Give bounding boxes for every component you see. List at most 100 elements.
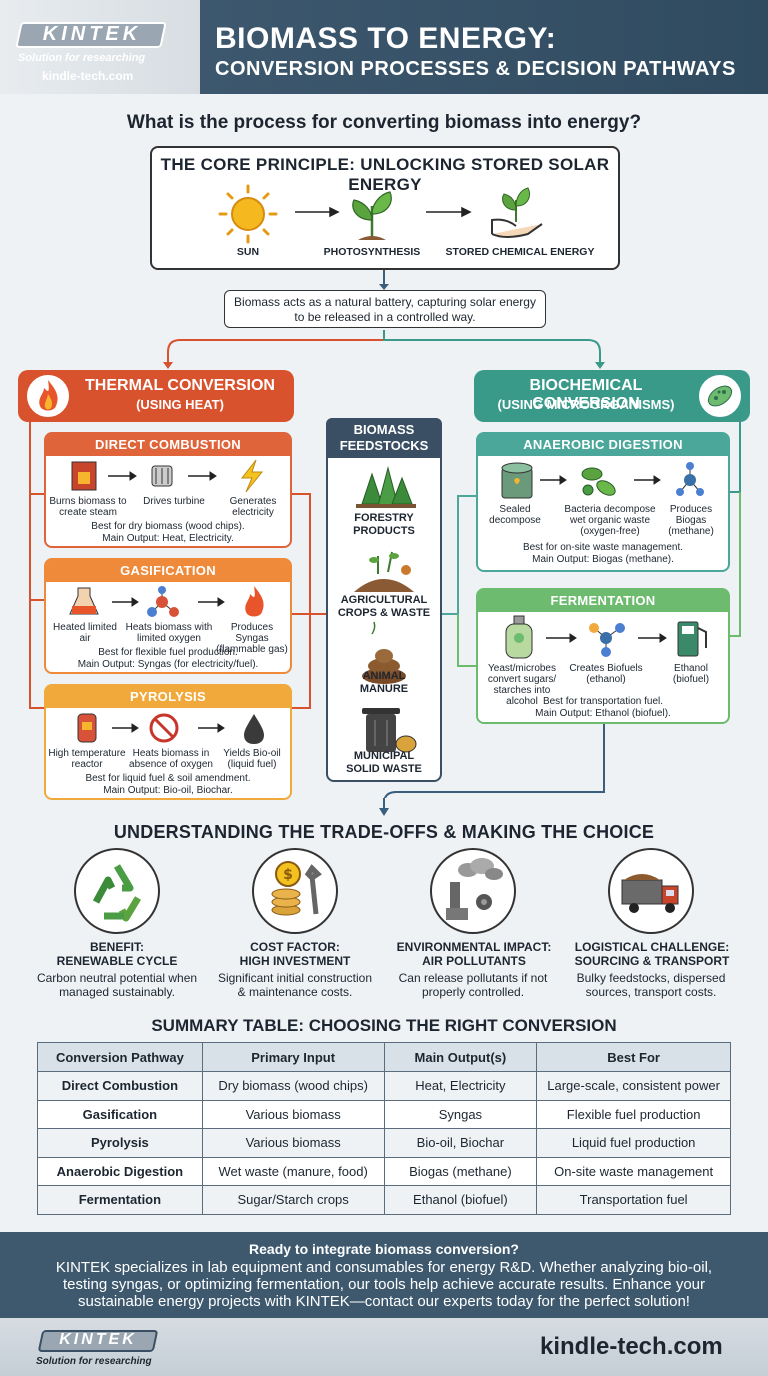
core-step-photosynthesis: PHOTOSYNTHESIS	[323, 246, 421, 258]
oil-drop-icon	[244, 714, 264, 744]
lightning-icon	[240, 459, 264, 493]
arrow-right-icon	[112, 723, 139, 733]
table-cell: On-site waste management	[536, 1156, 731, 1186]
ad-step-1: Sealed decompose	[489, 504, 541, 526]
digester-tank-icon	[501, 462, 533, 499]
fuel-pump-icon	[677, 621, 707, 657]
table-row: Anaerobic Digestion Wet waste (manure, f…	[37, 1156, 731, 1186]
fer-step-2: Creates Biofuels (ethanol)	[569, 663, 643, 685]
ad-output: Main Output: Biogas (methane).	[532, 554, 674, 565]
feedstock-agricultural: AGRICULTURAL CROPS & WASTE	[337, 594, 431, 619]
table-cell: Bio-oil, Biochar	[383, 1128, 538, 1158]
arrow-right-icon	[634, 475, 661, 485]
core-icons	[218, 184, 543, 244]
column-header: Main Output(s)	[383, 1042, 538, 1072]
table-cell: Gasification	[37, 1099, 203, 1129]
table-cell: Ethanol (biofuel)	[383, 1185, 538, 1215]
callout-line-1: Biomass acts as a natural battery, captu…	[234, 295, 536, 309]
dc-step-2: Drives turbine	[143, 496, 205, 507]
footer	[0, 1232, 768, 1376]
recycle-icon	[92, 864, 142, 922]
arrow-right-icon	[295, 206, 340, 218]
table-header-row: Conversion Pathway Primary Input Main Ou…	[37, 1042, 731, 1072]
gas-step-3: Produces Syngas (flammable gas)	[216, 622, 288, 655]
table-cell: Large-scale, consistent power	[536, 1071, 731, 1101]
turbine-icon	[151, 465, 173, 487]
core-principle-title: THE CORE PRINCIPLE: UNLOCKING STORED SOL…	[160, 155, 610, 194]
gasification-title: GASIFICATION	[46, 560, 290, 582]
fermenter-tank-icon	[505, 615, 533, 659]
feedstocks-title: BIOMASS FEEDSTOCKS	[326, 418, 442, 458]
flame-icon	[25, 373, 71, 419]
page-subtitle: CONVERSION PROCESSES & DECISION PATHWAYS	[215, 58, 736, 80]
cta-text: KINTEK specializes in lab equipment and …	[55, 1259, 713, 1310]
feedstocks-panel	[326, 418, 442, 782]
direct-combustion-icons	[71, 459, 264, 493]
kintek-logo: KINTEK	[42, 23, 142, 45]
factory-smoke-icon	[446, 858, 503, 920]
tradeoff-logistics-label: LOGISTICAL CHALLENGE:SOURCING & TRANSPOR…	[574, 940, 730, 968]
biochemical-subtitle: (USING MICROORGANISMS)	[497, 397, 675, 412]
thermal-title: THERMAL CONVERSION	[85, 377, 275, 394]
dc-best-for: Best for dry biomass (wood chips).	[91, 521, 245, 532]
table-cell: Fermentation	[37, 1185, 203, 1215]
fer-step-3: Ethanol (biofuel)	[672, 663, 710, 685]
truck-icon	[621, 874, 679, 913]
core-step-sun: SUN	[236, 246, 260, 258]
page-title: BIOMASS TO ENERGY:	[215, 22, 557, 55]
feedstock-manure: ANIMAL MANURE	[359, 670, 409, 695]
arrow-down-icon	[379, 798, 389, 816]
table-cell: Liquid fuel production	[536, 1128, 731, 1158]
gasification-card: GASIFICATION	[44, 558, 292, 674]
table-cell: Wet waste (manure, food)	[201, 1156, 385, 1186]
arrow-right-icon	[108, 471, 137, 481]
pyr-step-2: Heats biomass in absence of oxygen	[129, 748, 213, 770]
table-cell: Heat, Electricity	[383, 1071, 538, 1101]
molecule-icon	[147, 586, 179, 617]
gasification-icons	[69, 586, 264, 617]
logo-tagline: Solution for researching	[18, 52, 146, 64]
arrow-right-icon	[546, 633, 577, 643]
pyr-output: Main Output: Bio-oil, Biochar.	[103, 785, 233, 796]
flask-heater-icon	[69, 587, 99, 615]
anaerobic-card: ANAEROBIC DIGESTION	[476, 432, 730, 572]
trash-bin-icon	[362, 708, 417, 753]
trees-icon	[356, 466, 416, 508]
arrow-right-icon	[198, 597, 225, 607]
dc-output: Main Output: Heat, Electricity.	[102, 533, 234, 544]
flow-connectors	[29, 270, 741, 798]
fer-best-for: Best for transportation fuel.	[542, 696, 664, 707]
pyr-step-3: Yields Bio-oil (liquid fuel)	[223, 748, 281, 770]
methane-molecule-icon	[676, 462, 704, 496]
coins-wrench-icon: $	[271, 861, 322, 916]
anaerobic-title: ANAEROBIC DIGESTION	[478, 434, 728, 456]
footer-kintek-logo: KINTEK	[59, 1331, 137, 1348]
core-callout: Biomass acts as a natural battery, captu…	[224, 290, 546, 328]
plant-sprout-icon	[352, 191, 392, 240]
table-cell: Flexible fuel production	[536, 1099, 731, 1129]
manure-icon	[362, 621, 406, 684]
logo-url[interactable]: kindle-tech.com	[42, 69, 134, 83]
dc-step-1: Burns biomass to create steam	[49, 496, 127, 518]
biochemical-title: BIOCHEMICAL CONVERSION	[529, 377, 643, 412]
tradeoff-cost-desc: Significant initial construction& mainte…	[217, 971, 373, 999]
tradeoff-cost-label: COST FACTOR:HIGH INVESTMENT	[239, 940, 351, 968]
flame-icon	[245, 586, 264, 617]
cta-title: Ready to integrate biomass conversion?	[249, 1241, 519, 1257]
table-cell: Anaerobic Digestion	[37, 1156, 203, 1186]
core-step-stored-energy: STORED CHEMICAL ENERGY	[445, 246, 595, 258]
footer-url-link[interactable]: kindle-tech.com	[540, 1333, 723, 1360]
reactor-icon	[77, 713, 97, 743]
gas-output: Main Output: Syngas (for electricity/fue…	[77, 659, 259, 670]
table-row: Gasification Various biomass Syngas Flex…	[37, 1099, 731, 1129]
gas-best-for: Best for flexible fuel production.	[98, 647, 238, 658]
column-header: Conversion Pathway	[37, 1042, 203, 1072]
callout-line-2: to be released in a controlled way.	[294, 310, 476, 324]
arrow-right-icon	[540, 475, 567, 485]
footer-logo-tagline: Solution for researching	[36, 1356, 152, 1367]
table-cell: Syngas	[383, 1099, 538, 1129]
column-header: Primary Input	[201, 1042, 385, 1072]
svg-text:$: $	[283, 867, 293, 883]
